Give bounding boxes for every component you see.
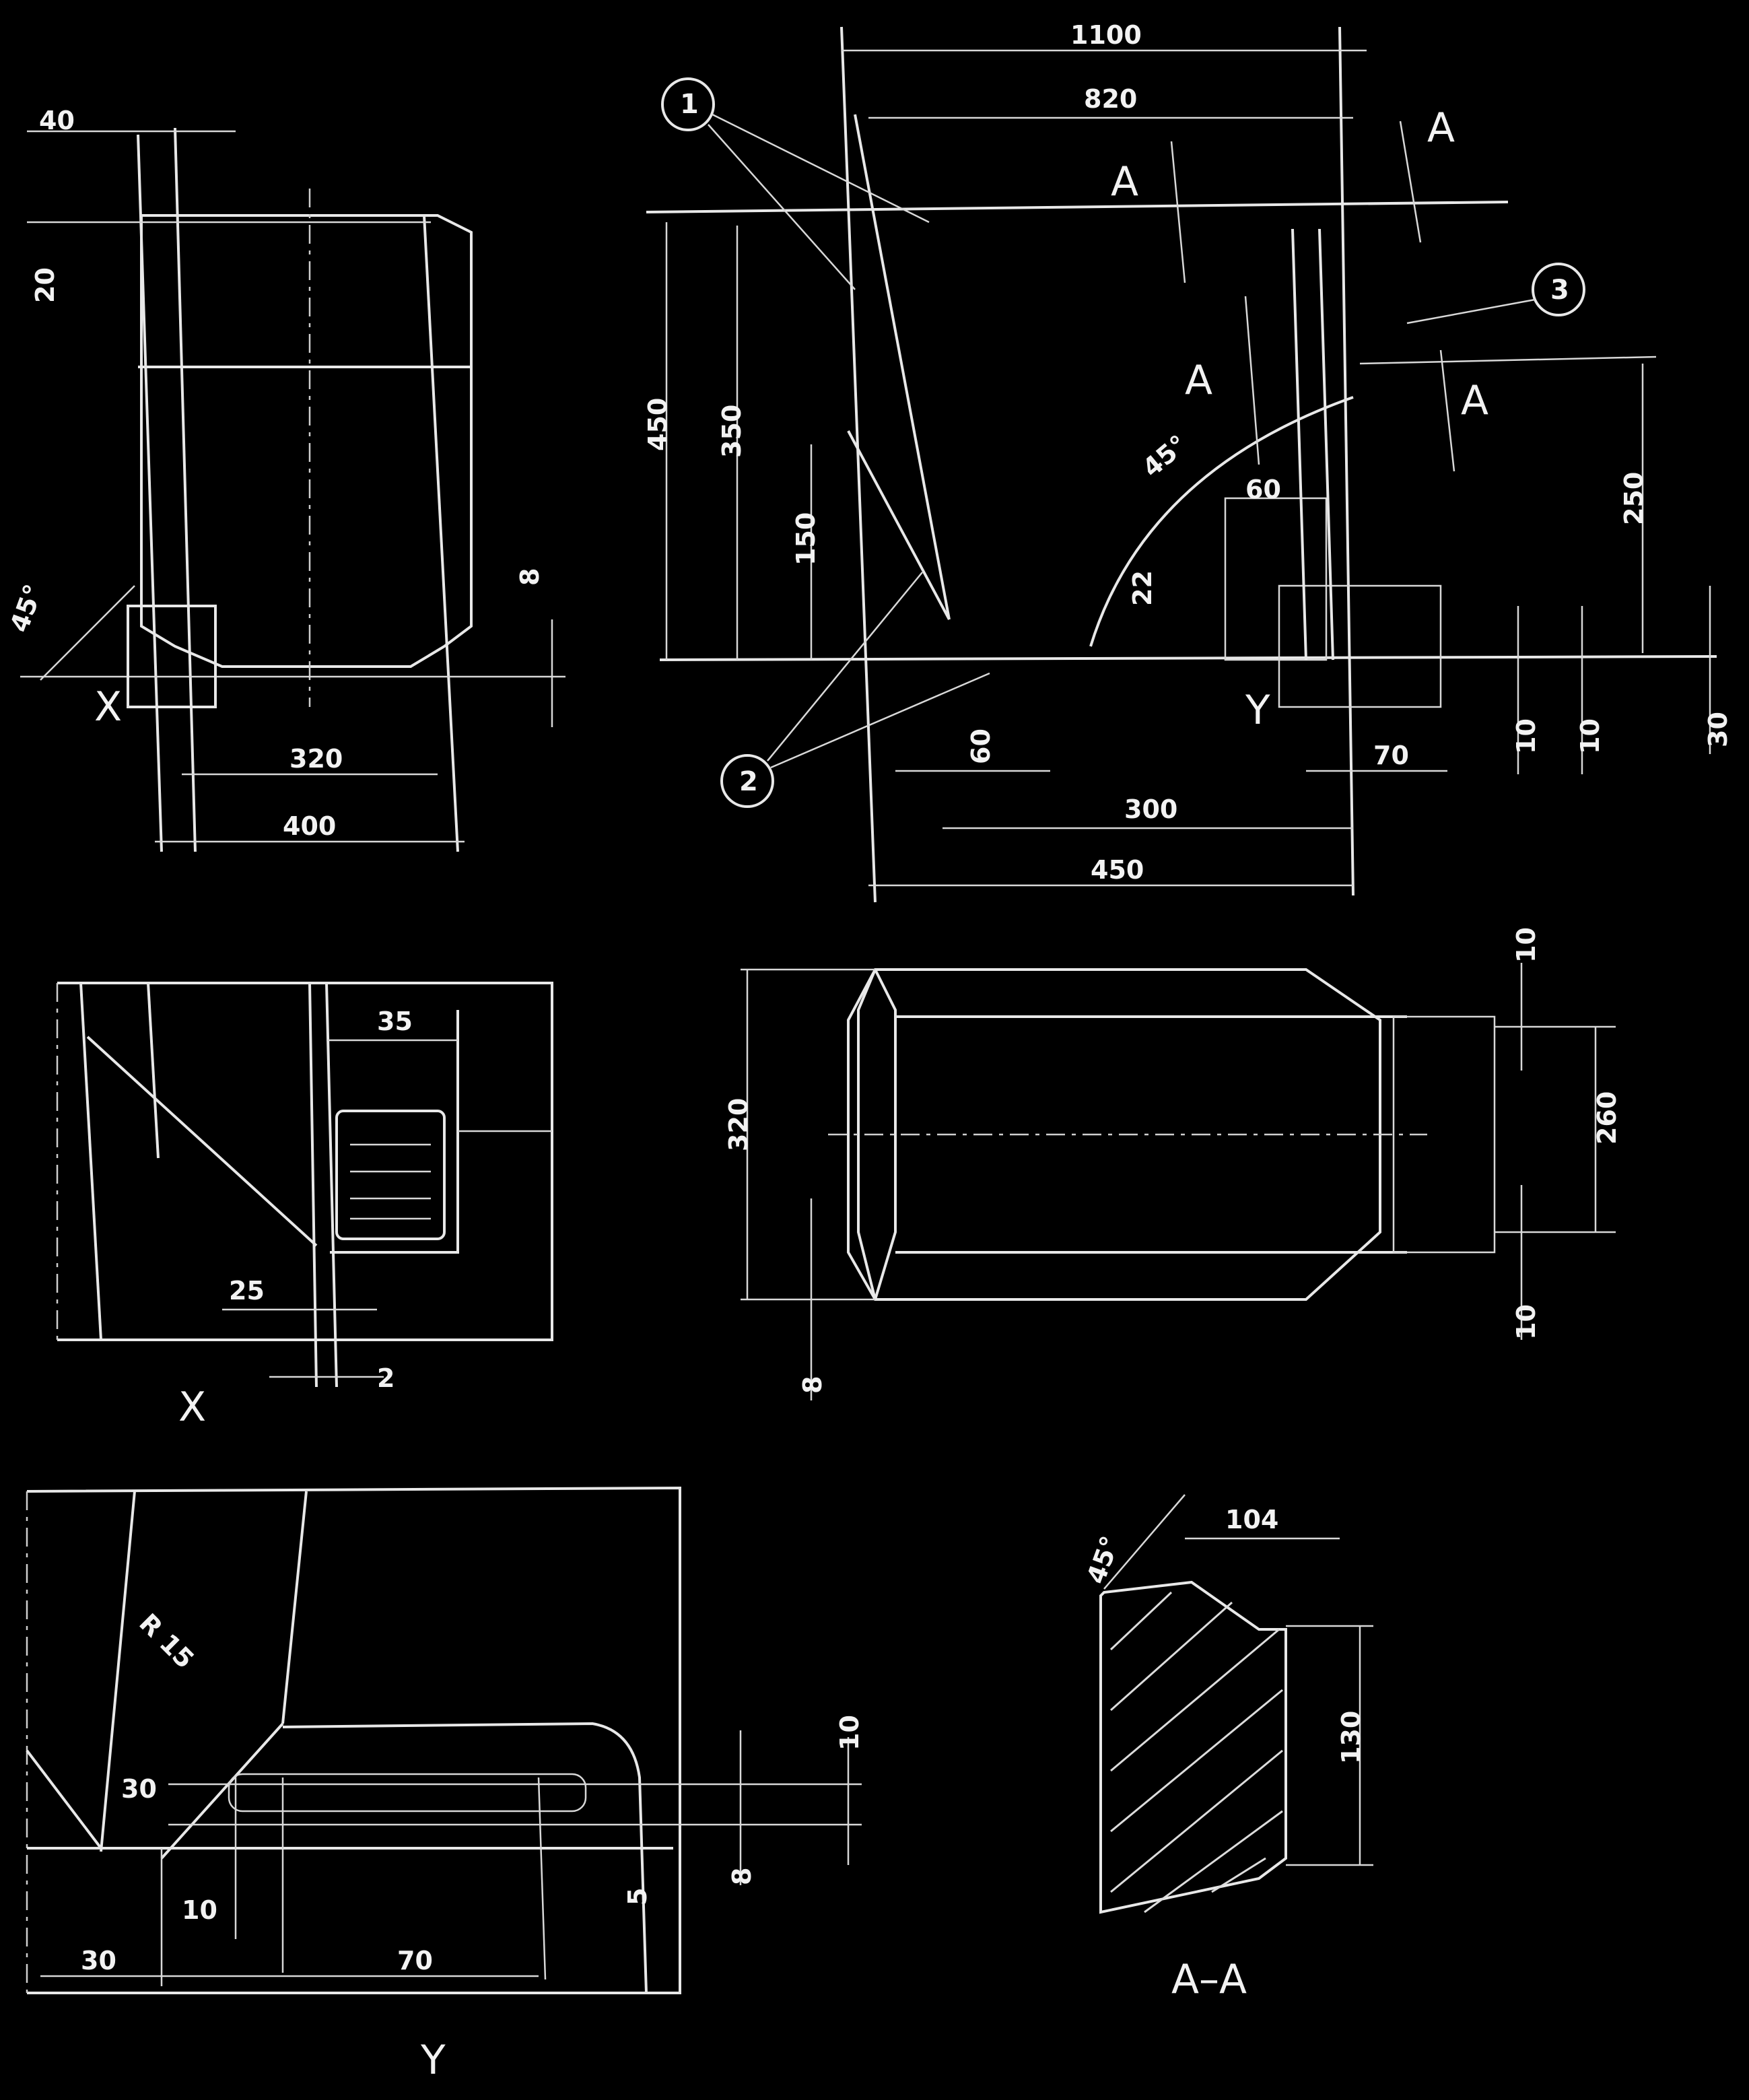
dim-x-35: 35 xyxy=(377,1007,413,1036)
dim-front-plate: 8 xyxy=(515,568,545,586)
dim-aa-height: 130 xyxy=(1336,1711,1366,1764)
dim-y-30b: 30 xyxy=(81,1946,116,1975)
detail-ref-x: X xyxy=(94,683,122,731)
dim-side-r10b: 10 xyxy=(1575,718,1605,754)
dim-side-overall: 1100 xyxy=(1070,20,1142,50)
balloon-3: 3 xyxy=(1550,275,1569,306)
dim-y-10: 10 xyxy=(182,1895,217,1925)
section-mark-a-2: A xyxy=(1427,104,1455,151)
dim-plan-width: 320 xyxy=(724,1098,753,1151)
dim-y-70: 70 xyxy=(397,1946,433,1975)
dim-side-upper: 820 xyxy=(1084,84,1137,114)
balloon-2: 2 xyxy=(739,766,758,797)
dim-side-height-mid: 350 xyxy=(717,405,747,458)
dim-front-outer-width: 400 xyxy=(283,811,336,841)
dim-side-r30: 30 xyxy=(1703,712,1733,747)
dim-aa-top: 104 xyxy=(1225,1505,1278,1534)
section-aa-title: A–A xyxy=(1171,1956,1247,2003)
balloon-1: 1 xyxy=(680,89,699,120)
section-mark-a-3: A xyxy=(1185,357,1212,404)
dim-side-r10: 10 xyxy=(1511,718,1541,754)
dim-side-span-450: 450 xyxy=(1091,855,1144,885)
dim-front-inner-width: 320 xyxy=(289,744,343,774)
dim-side-right-height: 250 xyxy=(1619,472,1649,525)
dim-plan-t8: 8 xyxy=(798,1376,827,1394)
dim-side-height-lower: 150 xyxy=(791,512,821,566)
detail-y-view: R 15 30 10 30 70 8 5 10 Y xyxy=(26,1486,864,2084)
detail-y-title: Y xyxy=(420,2037,446,2084)
dim-y-10r: 10 xyxy=(835,1715,864,1751)
dim-side-b70: 70 xyxy=(1373,741,1409,770)
dim-y-8: 8 xyxy=(727,1868,757,1885)
dim-side-span-300: 300 xyxy=(1124,794,1177,824)
plan-view: 320 260 10 10 8 xyxy=(724,927,1622,1400)
dim-y-30: 30 xyxy=(121,1774,157,1804)
section-mark-a-4: A xyxy=(1461,377,1488,424)
side-view: 1 2 3 A A A A 1100 820 450 350 150 45° 6… xyxy=(643,20,1733,903)
dim-side-height-outer: 450 xyxy=(643,398,673,451)
section-aa-view: 45° 104 130 A–A xyxy=(1081,1494,1373,2003)
dim-side-b60: 60 xyxy=(966,729,996,764)
dim-front-top-width: 40 xyxy=(39,106,75,135)
dim-x-2: 2 xyxy=(377,1363,395,1393)
dim-side-d60: 60 xyxy=(1245,475,1281,504)
dim-plan-t10a: 10 xyxy=(1511,927,1541,963)
section-mark-a-1: A xyxy=(1111,158,1138,205)
detail-x-title: X xyxy=(178,1384,206,1431)
dim-plan-t10b: 10 xyxy=(1511,1304,1541,1340)
dim-side-d22: 22 xyxy=(1128,570,1157,606)
dim-front-top-offset: 20 xyxy=(30,267,60,303)
dim-x-25: 25 xyxy=(229,1276,265,1306)
detail-ref-y: Y xyxy=(1245,687,1270,734)
front-view: 40 20 45° 8 320 400 X xyxy=(4,106,565,852)
detail-x-view: 35 25 2 X xyxy=(56,982,553,1431)
detail-x-circle-box xyxy=(127,605,217,708)
dim-plan-inner: 260 xyxy=(1592,1091,1622,1145)
dim-y-5: 5 xyxy=(623,1888,652,1905)
